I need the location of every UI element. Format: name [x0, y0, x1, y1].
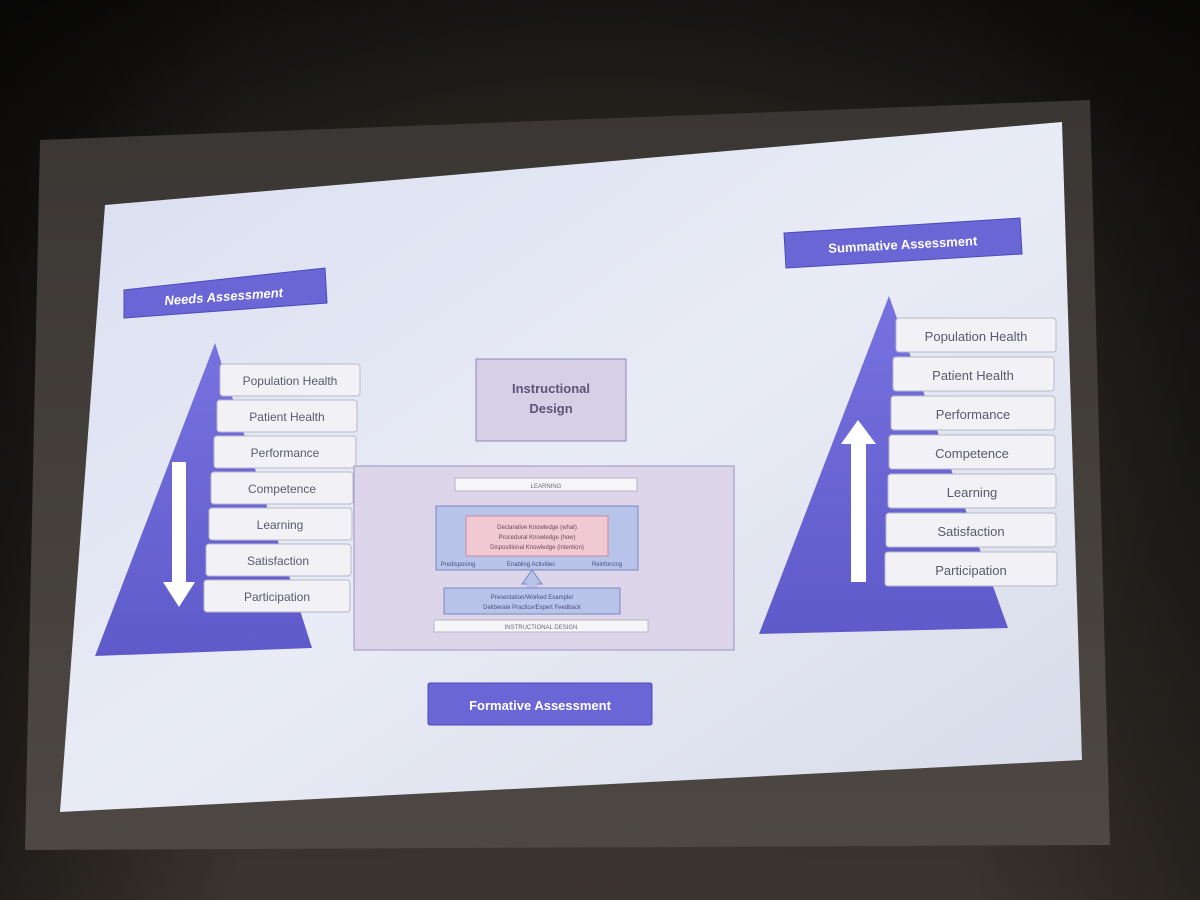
svg-text:Population Health: Population Health	[243, 374, 338, 388]
svg-text:Performance: Performance	[251, 446, 320, 460]
central-diagram: LEARNING Declarative Knowledge (what) Pr…	[353, 465, 735, 651]
formative-assessment-text: Formative Assessment	[469, 698, 612, 713]
svg-text:Deliberate Practice/Expert Fee: Deliberate Practice/Expert Feedback	[483, 605, 582, 611]
summative-assessment-label: Summative Assessment	[783, 217, 1023, 269]
svg-text:Presentation/Worked Example/: Presentation/Worked Example/	[491, 595, 574, 601]
column-predisposing: Predisposing	[441, 562, 476, 568]
formative-assessment-label: Formative Assessment	[427, 682, 653, 726]
right-levels: Population Health Patient Health Perform…	[884, 317, 1058, 587]
svg-text:Competence: Competence	[248, 482, 316, 496]
svg-text:Population Health: Population Health	[925, 329, 1028, 344]
svg-text:Procedural Knowledge (how): Procedural Knowledge (how)	[498, 535, 575, 541]
right-level-2: Patient Health	[892, 356, 1055, 392]
diagram-up-arrow	[521, 569, 543, 589]
column-enabling: Enabling Activities	[507, 562, 555, 568]
svg-text:Participation: Participation	[244, 590, 310, 604]
left-pyramid	[95, 343, 312, 656]
svg-text:Dispositional Knowledge (inten: Dispositional Knowledge (intention)	[490, 545, 584, 551]
right-level-5: Learning	[887, 473, 1057, 509]
left-down-arrow	[163, 462, 195, 607]
left-level-6: Satisfaction	[205, 543, 352, 577]
right-level-6: Satisfaction	[885, 512, 1057, 548]
right-up-arrow	[841, 420, 876, 582]
svg-text:INSTRUCTIONAL DESIGN: INSTRUCTIONAL DESIGN	[505, 625, 578, 631]
right-level-3: Performance	[890, 395, 1056, 431]
svg-text:Competence: Competence	[935, 446, 1009, 461]
instructional-design-bar	[433, 619, 649, 633]
svg-text:Design: Design	[529, 401, 572, 416]
learning-bar	[454, 477, 638, 492]
right-pyramid	[759, 296, 1008, 634]
right-level-7: Participation	[884, 551, 1058, 587]
svg-text:LEARNING: LEARNING	[531, 484, 562, 490]
svg-text:Instructional: Instructional	[512, 381, 590, 396]
left-level-4: Competence	[210, 471, 354, 505]
svg-text:Learning: Learning	[947, 485, 998, 500]
svg-text:Patient Health: Patient Health	[249, 410, 324, 424]
svg-text:Performance: Performance	[936, 407, 1010, 422]
methods-panel	[443, 587, 621, 615]
instructional-design-box: Instructional Design	[475, 358, 627, 442]
svg-text:Declarative Knowledge (what): Declarative Knowledge (what)	[497, 525, 577, 531]
svg-text:Satisfaction: Satisfaction	[247, 554, 309, 568]
left-level-2: Patient Health	[216, 399, 358, 433]
left-level-1: Population Health	[219, 363, 361, 397]
svg-text:Satisfaction: Satisfaction	[937, 524, 1004, 539]
svg-text:Patient Health: Patient Health	[932, 368, 1014, 383]
needs-assessment-label: Needs Assessment	[123, 267, 328, 319]
svg-text:Learning: Learning	[257, 518, 304, 532]
left-levels: Population Health Patient Health Perform…	[203, 363, 361, 613]
right-level-1: Population Health	[895, 317, 1057, 353]
svg-text:Participation: Participation	[935, 563, 1007, 578]
left-level-7: Participation	[203, 579, 351, 613]
left-level-5: Learning	[208, 507, 353, 541]
left-level-3: Performance	[213, 435, 357, 469]
column-reinforcing: Reinforcing	[592, 562, 622, 568]
right-level-4: Competence	[888, 434, 1056, 470]
